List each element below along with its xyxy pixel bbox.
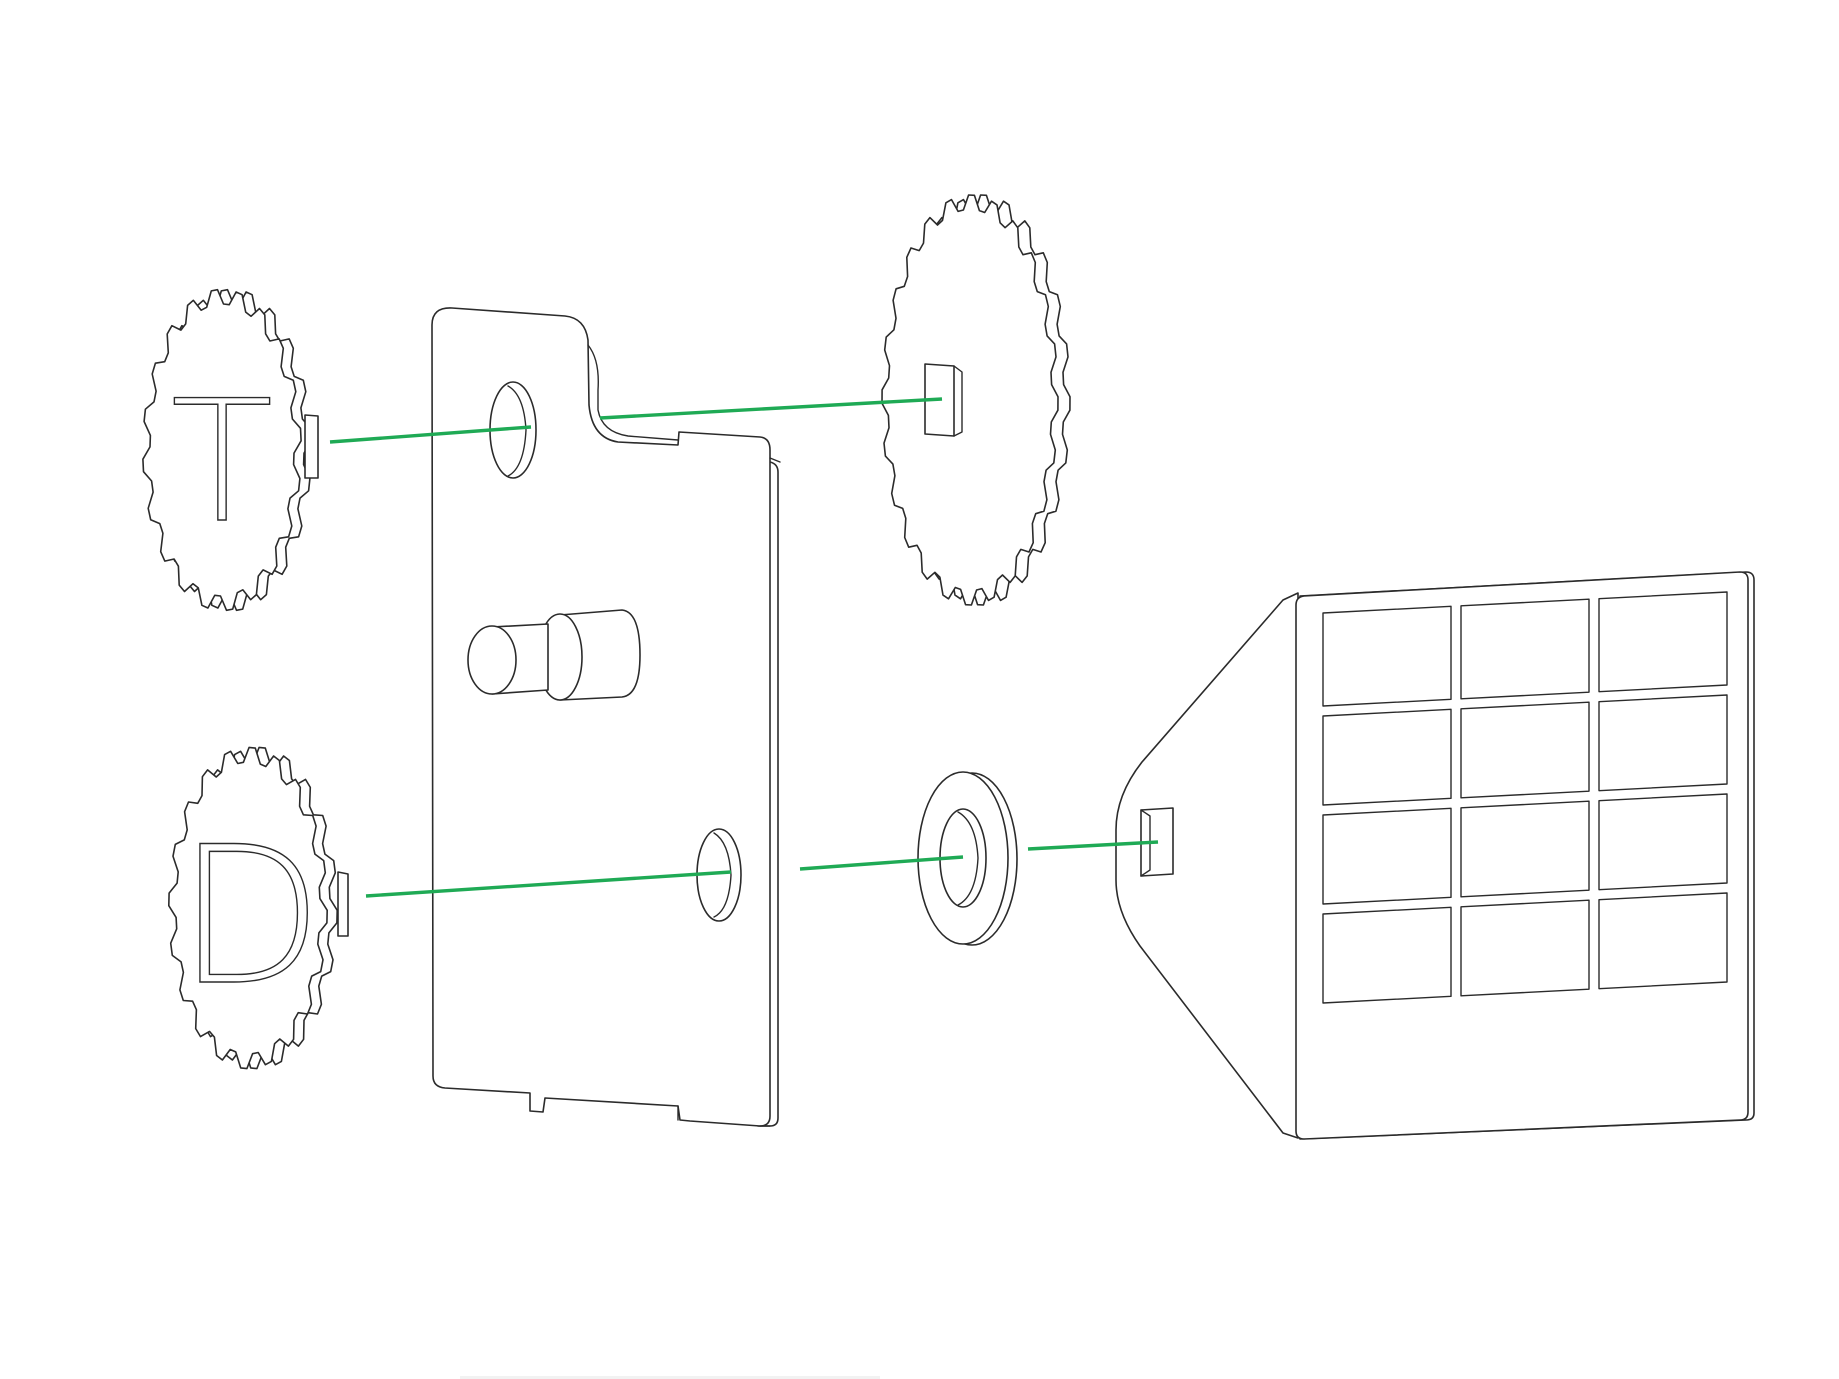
wheel-face — [881, 194, 1059, 606]
assembly-line-plate-to-washer — [799, 855, 964, 871]
grid-cell — [1460, 899, 1590, 997]
gear-t-letter: T — [171, 364, 274, 560]
mounting-plate-lower-hole-depth — [713, 832, 732, 918]
gear-D: D — [168, 746, 349, 1070]
grid-cell — [1598, 591, 1728, 693]
grid-cell — [1322, 708, 1452, 806]
grid-cell — [1322, 906, 1452, 1004]
mounting-plate-right-edge — [677, 457, 781, 1127]
gear-d-hub — [337, 871, 349, 937]
gear-t-hub — [304, 414, 319, 479]
mounting-plate — [431, 307, 781, 1127]
mounting-plate-upper-hole-depth — [507, 385, 527, 477]
mounting-plate-top-edge — [587, 344, 679, 441]
assembly-line-gear-d-to-plate — [365, 870, 732, 898]
gear-t-face — [142, 288, 302, 612]
grid-panel-tab — [1115, 592, 1299, 1139]
grid-panel-cells — [1322, 591, 1728, 1004]
grid-panel — [1115, 571, 1755, 1140]
grid-cell — [1598, 793, 1728, 891]
assembly-line-washer-to-panel — [1027, 840, 1159, 851]
washer-inner-depth — [957, 811, 979, 906]
mounting-plate-face — [431, 307, 771, 1127]
grid-cell — [1460, 800, 1590, 898]
grid-cell — [1460, 701, 1590, 799]
grid-cell — [1322, 807, 1452, 905]
bottom-edge-mark — [460, 1376, 880, 1379]
gear-d-face — [168, 746, 328, 1070]
grid-cell — [1322, 605, 1452, 707]
grid-cell — [1598, 892, 1728, 990]
gear-d-letter: D — [177, 806, 323, 1027]
assembly-lines — [329, 397, 1159, 898]
grid-cell — [1460, 598, 1590, 700]
gear-T: T — [142, 288, 319, 612]
wheel-square-slot-depth — [953, 365, 963, 437]
assembly-line-gear-t-to-plate — [329, 425, 532, 444]
assembly-line-plate-to-wheel — [599, 397, 943, 420]
mounting-plate-cylinder — [467, 609, 641, 701]
grid-cell — [1598, 694, 1728, 792]
grid-panel-face — [1295, 571, 1749, 1140]
